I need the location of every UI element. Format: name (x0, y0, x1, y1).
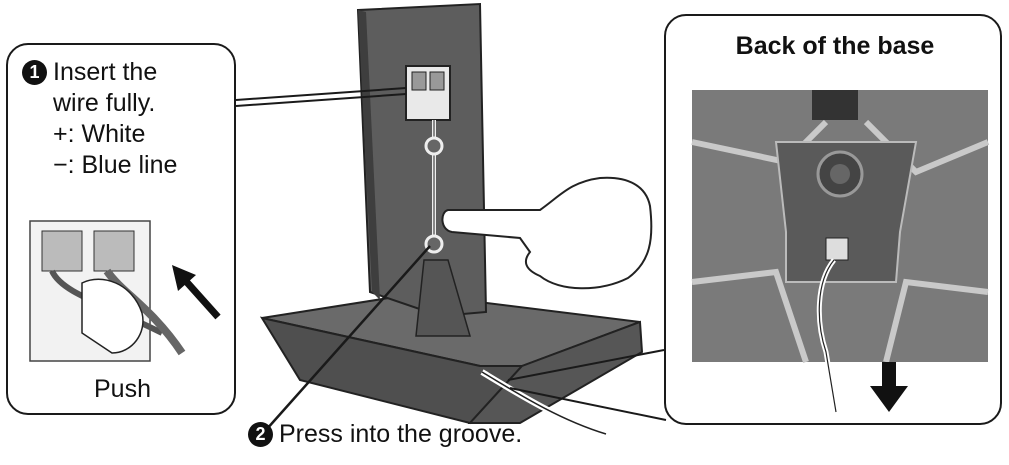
step1-line-2: wire fully. (53, 89, 156, 117)
back-of-base-title: Back of the base (735, 32, 935, 60)
finger-pushing (81, 278, 144, 354)
cable-cover (415, 259, 471, 337)
leader-line-3 (507, 349, 665, 381)
leader-line-1 (235, 87, 407, 101)
leader-line-2 (265, 245, 431, 431)
push-arrow-icon (172, 265, 221, 320)
step1-line-4: −: Blue line (53, 151, 178, 179)
pressing-hand (441, 176, 653, 290)
terminal-closeup (29, 220, 221, 362)
back-of-base-callout: Back of the base (664, 14, 1002, 425)
step1-line-3: +: White (53, 120, 146, 148)
push-label: Push (94, 375, 151, 403)
step2-number-badge: 2 (248, 422, 273, 447)
step1-number-badge: 1 (22, 60, 47, 85)
stand-base-front (467, 320, 644, 424)
base-underside-photo (691, 90, 990, 413)
down-arrow-icon (870, 362, 908, 412)
stand-pole-side (358, 10, 380, 300)
